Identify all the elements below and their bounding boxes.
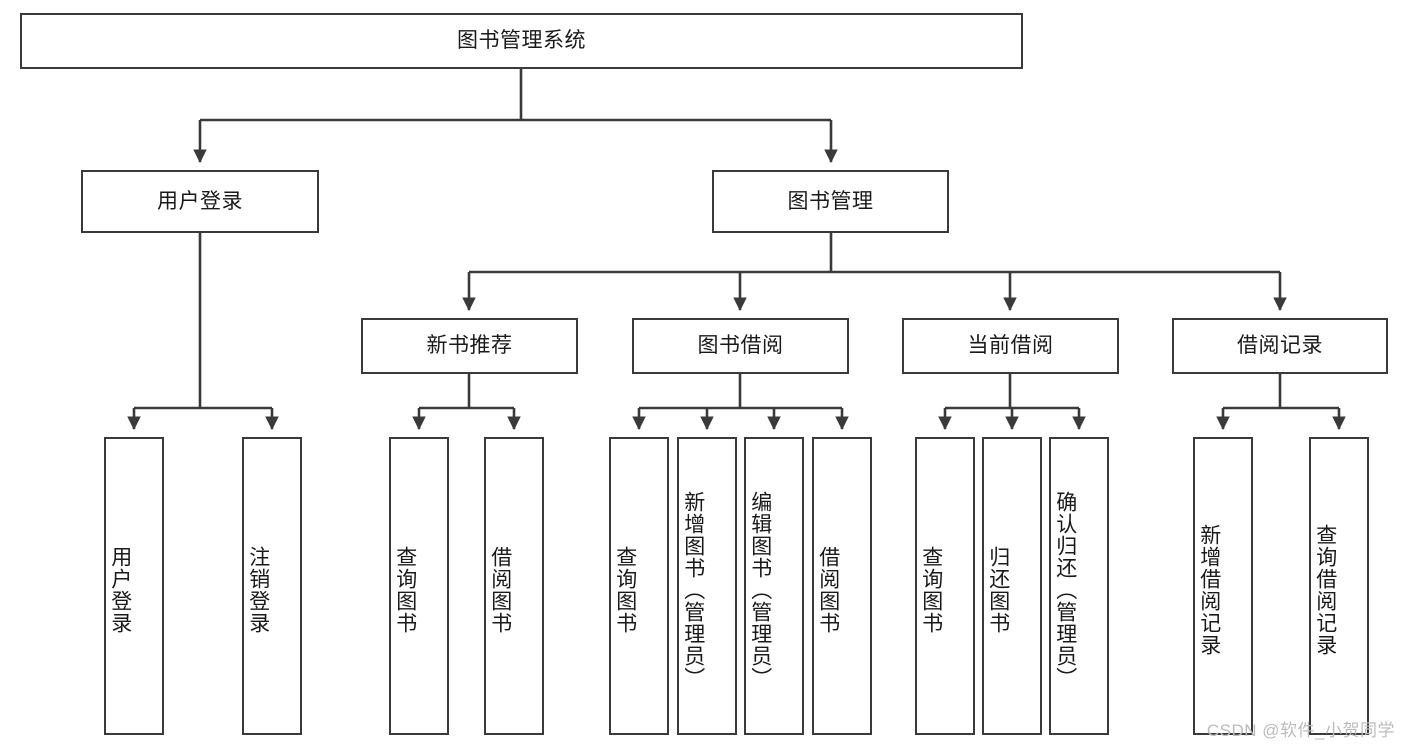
node-leaf-borrow-book-rec[interactable]: 借阅图书 — [484, 437, 544, 735]
node-leaf-query-book-borrow[interactable]: 查询图书 — [609, 437, 669, 735]
node-leaf-query-book-rec-label: 查询图书 — [393, 546, 417, 634]
node-leaf-logout[interactable]: 注销登录 — [242, 437, 302, 735]
node-leaf-return-book-label: 归还图书 — [986, 546, 1010, 634]
node-leaf-edit-book-label: 编辑图书（管理员） — [748, 491, 772, 689]
node-leaf-add-record-label: 新增借阅记录 — [1197, 524, 1221, 656]
node-borrow-record-label: 借阅记录 — [1237, 334, 1323, 358]
node-leaf-user-login[interactable]: 用户登录 — [104, 437, 164, 735]
node-leaf-query-record-label: 查询借阅记录 — [1313, 524, 1337, 656]
node-book-borrow-label: 图书借阅 — [697, 334, 784, 358]
node-borrow-record[interactable]: 借阅记录 — [1172, 318, 1388, 374]
node-leaf-logout-label: 注销登录 — [246, 546, 270, 634]
node-leaf-return-book[interactable]: 归还图书 — [982, 437, 1042, 735]
node-book-manage-label: 图书管理 — [787, 189, 874, 213]
node-leaf-add-book-label: 新增图书（管理员） — [681, 491, 705, 689]
node-book-manage[interactable]: 图书管理 — [712, 170, 949, 233]
node-leaf-borrow-book-rec-label: 借阅图书 — [488, 546, 512, 634]
node-root-label: 图书管理系统 — [457, 29, 586, 53]
node-leaf-query-book-cur[interactable]: 查询图书 — [915, 437, 975, 735]
node-current-borrow-label: 当前借阅 — [967, 334, 1054, 358]
node-new-book-rec-label: 新书推荐 — [426, 334, 513, 358]
node-leaf-query-book-rec[interactable]: 查询图书 — [389, 437, 449, 735]
node-leaf-query-record[interactable]: 查询借阅记录 — [1309, 437, 1369, 735]
node-user-login-label: 用户登录 — [157, 189, 243, 213]
node-user-login[interactable]: 用户登录 — [81, 170, 319, 233]
watermark: CSDN @软件_小贺同学 — [1206, 721, 1395, 740]
node-leaf-borrow-book-label: 借阅图书 — [816, 546, 840, 634]
node-leaf-edit-book[interactable]: 编辑图书（管理员） — [744, 437, 804, 735]
node-leaf-borrow-book[interactable]: 借阅图书 — [812, 437, 872, 735]
node-leaf-query-book-borrow-label: 查询图书 — [613, 546, 637, 634]
node-current-borrow[interactable]: 当前借阅 — [902, 318, 1119, 374]
node-leaf-add-book[interactable]: 新增图书（管理员） — [677, 437, 737, 735]
node-root[interactable]: 图书管理系统 — [20, 13, 1023, 69]
node-leaf-user-login-label: 用户登录 — [108, 546, 132, 634]
node-leaf-confirm-return[interactable]: 确认归还（管理员） — [1049, 437, 1109, 735]
node-book-borrow[interactable]: 图书借阅 — [632, 318, 849, 374]
node-leaf-add-record[interactable]: 新增借阅记录 — [1193, 437, 1253, 735]
node-leaf-confirm-return-label: 确认归还（管理员） — [1053, 491, 1077, 689]
node-new-book-rec[interactable]: 新书推荐 — [361, 318, 578, 374]
node-leaf-query-book-cur-label: 查询图书 — [919, 546, 943, 634]
